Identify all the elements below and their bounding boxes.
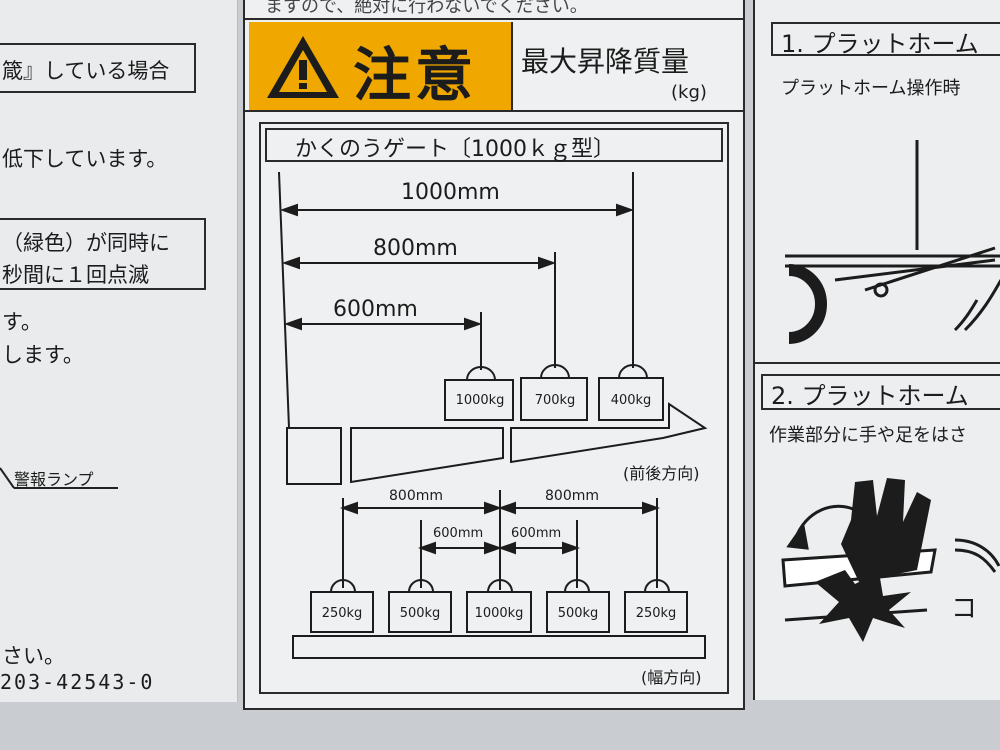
top-cut-text: ますので、絶対に行わないでください。 bbox=[265, 0, 588, 17]
left-text-line: 秒間に１回点滅 bbox=[2, 263, 149, 287]
distance-label: 800mm bbox=[373, 236, 458, 261]
weight-label: 1000kg bbox=[455, 393, 505, 408]
bottom-text-fragment: コ bbox=[951, 594, 978, 624]
left-instruction-panel: 箴』している場合 低下しています。 （緑色）が同時に 秒間に１回点滅 す。 しま… bbox=[0, 0, 238, 702]
divider bbox=[245, 18, 743, 20]
diagram-frame bbox=[259, 122, 729, 694]
caution-banner: 注意 bbox=[249, 22, 511, 110]
divider bbox=[511, 22, 513, 110]
max-lift-mass-title: 最大昇降質量 bbox=[521, 45, 690, 78]
gate-heading-box bbox=[265, 128, 723, 162]
caution-label-panel: ますので、絶対に行わないでください。 注意 最大昇降質量 (kg) かくのうゲー… bbox=[243, 0, 745, 710]
width-direction-label: (幅方向) bbox=[641, 668, 702, 687]
left-text-box-1 bbox=[0, 43, 196, 93]
left-text-line: します。 bbox=[2, 343, 84, 367]
step1-text: プラットホーム操作時 bbox=[781, 78, 961, 99]
distance-label: 600mm bbox=[333, 297, 418, 322]
left-text-box-2 bbox=[0, 218, 206, 290]
lamp-pointer-line bbox=[0, 467, 118, 489]
fore-aft-direction-label: (前後方向) bbox=[623, 464, 700, 483]
step1-title: 1. プラットホーム bbox=[781, 30, 979, 58]
left-text-line: 低下しています。 bbox=[2, 147, 168, 171]
left-text-line: 箴』している場合 bbox=[2, 59, 170, 83]
distance-label: 800mm bbox=[545, 488, 599, 504]
left-text-line: （緑色）が同時に bbox=[2, 231, 170, 255]
left-text-line: す。 bbox=[2, 310, 42, 334]
divider bbox=[245, 110, 743, 112]
hand-pinch-warning-illustration bbox=[781, 478, 1000, 642]
weight-label: 1000kg bbox=[474, 606, 524, 621]
warning-triangle-icon bbox=[267, 36, 339, 98]
weight-label: 500kg bbox=[399, 606, 441, 621]
step2-title: 2. プラットホーム bbox=[771, 382, 969, 410]
fore-aft-diagram bbox=[278, 171, 708, 659]
right-instruction-panel: 1. プラットホーム プラットホーム操作時 2. プラットホーム 作業部分に手や… bbox=[753, 0, 1000, 700]
weight-label: 500kg bbox=[557, 606, 599, 621]
distance-label: 600mm bbox=[433, 526, 484, 541]
step2-text: 作業部分に手や足をはさ bbox=[769, 425, 967, 446]
gate-heading: かくのうゲート〔1000ｋｇ型〕 bbox=[295, 137, 615, 162]
step1-title-box bbox=[771, 22, 1000, 56]
divider bbox=[755, 362, 1000, 364]
part-number: 203-42543-0 bbox=[0, 670, 155, 694]
caution-word: 注意 bbox=[353, 41, 478, 109]
distance-label: 800mm bbox=[389, 488, 443, 504]
step2-title-box bbox=[761, 374, 1000, 410]
weight-label: 400kg bbox=[610, 393, 652, 408]
weight-label: 250kg bbox=[321, 606, 363, 621]
distance-label: 1000mm bbox=[401, 180, 500, 205]
distance-label: 600mm bbox=[511, 526, 562, 541]
left-text-line: さい。 bbox=[2, 644, 65, 668]
warning-lamp-label: 警報ランプ bbox=[14, 470, 94, 489]
weight-label: 250kg bbox=[635, 606, 677, 621]
unit-label: (kg) bbox=[671, 82, 707, 103]
weight-label: 700kg bbox=[534, 393, 576, 408]
lift-mechanism-illustration bbox=[785, 140, 1000, 344]
